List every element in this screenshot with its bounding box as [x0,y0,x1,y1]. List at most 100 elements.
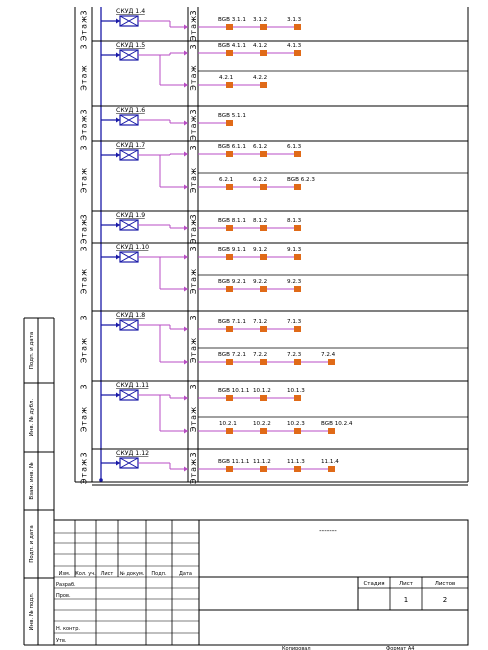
skud-box-cross [119,219,139,231]
device-label: BGB 9.1.1 [218,247,246,253]
reader-device [294,254,301,260]
link-arrow [184,184,188,190]
title-column-header: № докум. [120,571,145,577]
floor-number: 3 [80,10,89,15]
reader-device [226,225,233,231]
floor-word: Этаж [80,114,89,140]
device-label: BGB 7.1.1 [218,319,246,325]
device-label: 8.1.3 [287,218,302,224]
device-label: 3.1.2 [253,17,267,23]
floor-word: Этаж [189,167,198,193]
signature-role: Н. контр. [56,626,80,632]
reader-device [294,151,301,157]
side-stamp: Подп. и дата [29,332,35,369]
skud-label: СКУД 1.8 [116,312,145,319]
device-label: 4.1.2 [253,43,267,49]
reader-device [260,395,267,401]
reader-device [226,466,233,472]
skud-box-cross [119,457,139,469]
reader-device [260,466,267,472]
reader-device [260,359,267,365]
skud-label: СКУД 1.7 [116,142,145,149]
bus-arrow [116,222,120,228]
title-column-header: Изм. [59,571,71,577]
reader-device [226,151,233,157]
floor-word: Этаж [80,15,89,41]
device-label: 10.1.2 [253,388,271,394]
stage-value: 2 [443,596,447,604]
reader-device [260,50,267,56]
skud-label: СКУД 1.9 [116,212,145,219]
reader-device [260,286,267,292]
floor-word: Этаж [80,167,89,193]
link-arrow [184,254,188,260]
reader-device [226,428,233,434]
reader-device [294,286,301,292]
link-arrow [184,466,188,472]
bus-arrow [116,254,120,260]
floor-number: 3 [80,384,89,389]
title-block-frame [53,519,469,646]
floor-number: 3 [189,384,198,389]
device-label: BGB 7.2.1 [218,352,246,358]
device-label: BGB 11.1.1 [218,459,250,465]
floor-word: Этаж [80,337,89,363]
reader-device [226,359,233,365]
bus-arrow [116,460,120,466]
floor-word: Этаж [80,268,89,294]
skud-box-cross [119,389,139,401]
reader-device [226,50,233,56]
link-arrow [184,24,188,30]
signature-role: Утв. [56,638,67,644]
stage-header: Лист [399,581,414,587]
reader-device [260,428,267,434]
paper-format-label: Формат А4 [386,646,414,650]
floor-number: 3 [189,109,198,114]
device-label: 6.1.3 [287,144,302,150]
skud-box-cross [119,319,139,331]
reader-device [226,326,233,332]
skud-box-cross [119,49,139,61]
floor-number: 3 [80,109,89,114]
reader-device [294,184,301,190]
floor-number: 3 [189,315,198,320]
reader-device [226,286,233,292]
floor-number: 3 [189,145,198,150]
reader-device [294,428,301,434]
reader-device [328,466,335,472]
link-arrow [184,286,188,292]
title-column-header: Подп. [151,571,167,577]
title-column-header: Лист [101,571,114,577]
device-label: 6.1.2 [253,144,267,150]
floor-number: 3 [189,10,198,15]
link-arrow [184,359,188,365]
floor-word: Этаж [189,114,198,140]
skud-box-cross [119,114,139,126]
device-label: 11.1.4 [321,459,339,465]
floor-number: 3 [80,246,89,251]
device-label: BGB 4.1.1 [218,43,246,49]
reader-device [260,151,267,157]
device-label: 9.2.2 [253,279,267,285]
device-label: 10.2.2 [253,421,271,427]
bus-arrow [116,18,120,24]
floor-number: 3 [189,44,198,49]
floor-word: Этаж [189,458,198,484]
device-label: 7.2.2 [253,352,267,358]
stage-header: Стадия [363,581,384,587]
skud-label: СКУД 1.11 [116,382,149,389]
skud-box-cross [119,251,139,263]
